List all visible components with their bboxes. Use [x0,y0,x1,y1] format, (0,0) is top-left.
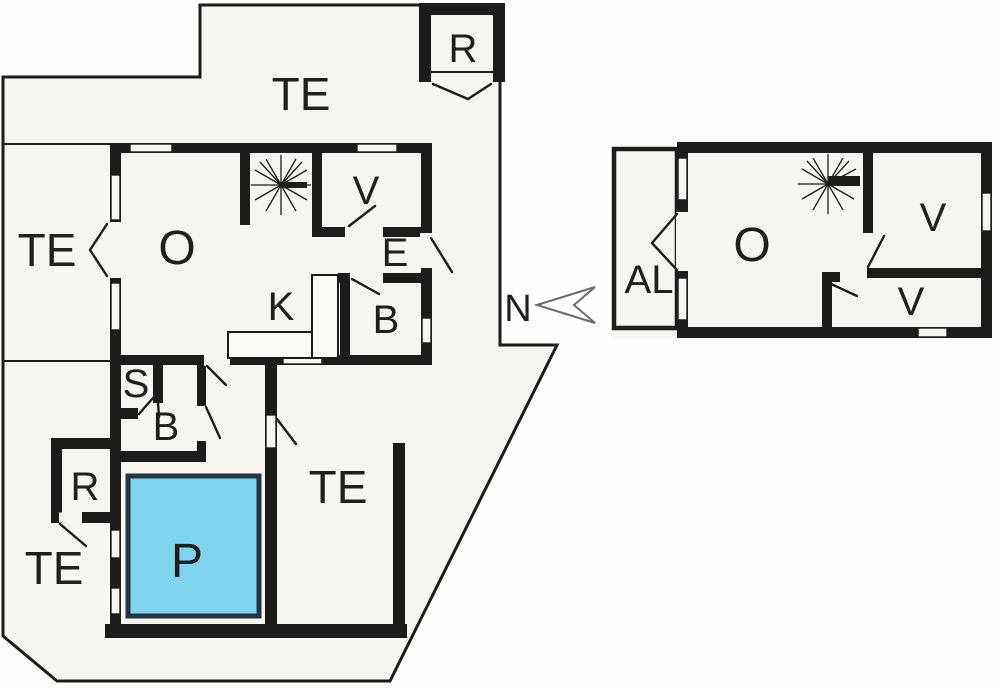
kitchen-counter-run [227,331,313,359]
wall-sauna-stub [153,365,163,403]
wall-annex [51,438,62,523]
door-swing [204,405,222,440]
door-gap [59,512,82,523]
ground-floor-plan [1,3,560,683]
windows-ground [59,143,432,615]
wall [340,273,350,365]
openings-upper [676,157,992,338]
wall [105,624,407,638]
room-labels: TE TE TE TE R O V E K B S B R P AL O V V [18,27,947,594]
room-label-terrace-bottom-left: TE [25,542,84,594]
window [917,327,948,338]
compass-label: N [504,288,531,330]
window [677,157,688,201]
stair-fan-icon [798,154,858,214]
compass: N [504,286,596,330]
door-swing [58,522,88,548]
wall-stair-stub [240,153,250,225]
door-swing [350,277,381,296]
wall [981,142,992,338]
room-label-balcony: AL [625,258,674,302]
wall [393,443,405,624]
room-label-terrace-lower-right: TE [309,461,368,513]
room-label-living: O [158,222,195,275]
window [677,277,688,321]
door-swing [275,417,298,446]
window [110,174,121,221]
door-swing [827,281,859,298]
window [421,317,432,344]
door-gap [676,212,689,271]
wall [677,327,992,338]
wall [110,143,432,153]
door-swings-ground [58,204,454,548]
door-swing [429,236,454,274]
window [110,587,121,615]
door-swing [650,212,679,272]
room-label-bath2: B [153,405,180,449]
wall-stair-stub [828,176,860,186]
wall [863,153,873,233]
window [356,143,398,153]
door-swing [88,222,109,278]
room-label-terrace-left: TE [18,224,77,276]
wall [110,523,121,624]
upper-floor-plan [611,142,992,338]
wall-annex [51,438,121,449]
wall [677,142,992,153]
room-label-pool: P [171,535,203,588]
wall-annex [82,512,121,523]
window [110,529,121,559]
room-label-living-upper: O [733,219,770,272]
window [110,282,121,331]
door-swing [431,82,493,101]
storage-room-top [419,3,505,101]
door-gap [420,233,433,268]
room-label-bedroom1-upper: V [920,196,947,240]
room-label-bedroom: V [353,169,380,213]
storage-floor [431,15,493,82]
wall [265,365,277,624]
wall [867,268,992,278]
upper-balcony-al [611,146,680,331]
room-label-terrace-top: TE [272,68,331,120]
room-label-entry: E [382,231,409,275]
room-label-bath: B [373,298,400,342]
door-gap [109,222,122,278]
kitchen-counter [227,274,339,359]
wall [383,227,432,237]
window [981,192,992,232]
wall-sauna-bracket [118,408,138,419]
wall-annex [110,438,121,523]
wall [110,355,432,365]
door-swings-upper [650,212,886,298]
room-label-kitchen: K [268,285,295,329]
room-label-storage-top: R [449,27,478,71]
stair-fan-icon [251,155,311,215]
door-swing [866,234,886,269]
wall [312,227,345,237]
room-label-sauna: S [123,362,150,406]
wall [383,273,427,283]
room-label-bedroom2-upper: V [898,280,925,324]
wall [312,153,322,237]
wall [197,365,206,406]
wall [110,451,205,462]
north-arrow-icon [533,286,596,324]
door-swing [137,386,162,419]
wall-annex [51,512,60,523]
door-swing [205,364,228,387]
swimming-pool [125,473,262,619]
window [129,143,173,153]
door-gaps-ground [109,222,433,366]
room-label-storage-annex: R [71,465,100,509]
door-gap [204,354,230,366]
wall [822,272,832,338]
kitchen-counter-run [311,274,339,359]
window-door [265,414,277,449]
door-swing [347,204,377,228]
